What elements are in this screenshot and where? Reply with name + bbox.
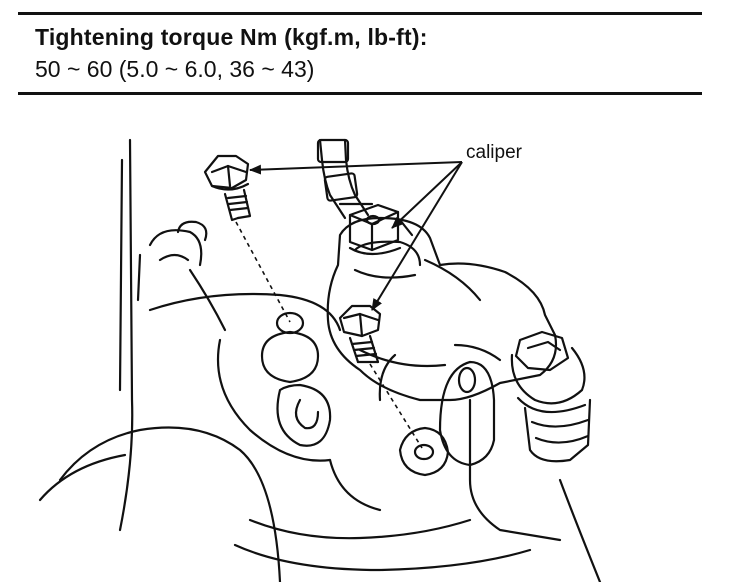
bracket-cylinder bbox=[136, 220, 227, 332]
lower-bolt-hole bbox=[398, 426, 450, 477]
loose-bolt-upper bbox=[203, 154, 252, 222]
banjo-bolt-fitting bbox=[510, 330, 592, 463]
spec-bottom-rule bbox=[18, 92, 702, 95]
caliper-callout-label: caliper bbox=[466, 142, 523, 163]
caliper-body bbox=[326, 216, 558, 402]
torque-spec-title: Tightening torque Nm (kgf.m, lb-ft): bbox=[35, 24, 428, 50]
mounting-boss bbox=[276, 360, 496, 467]
caliper-illustration: caliper bbox=[38, 138, 602, 582]
torque-spec-box: Tightening torque Nm (kgf.m, lb-ft): 50 … bbox=[18, 12, 702, 95]
loose-bolt-lower bbox=[338, 304, 382, 364]
brake-hose bbox=[316, 138, 374, 220]
spec-top-rule bbox=[18, 12, 702, 15]
callout-leaders bbox=[249, 161, 463, 311]
caliper-upper-bolt bbox=[348, 203, 414, 256]
install-paths bbox=[235, 221, 423, 449]
torque-spec-value: 50 ~ 60 (5.0 ~ 6.0, 36 ~ 43) bbox=[35, 56, 315, 82]
steering-knuckle bbox=[38, 138, 602, 582]
